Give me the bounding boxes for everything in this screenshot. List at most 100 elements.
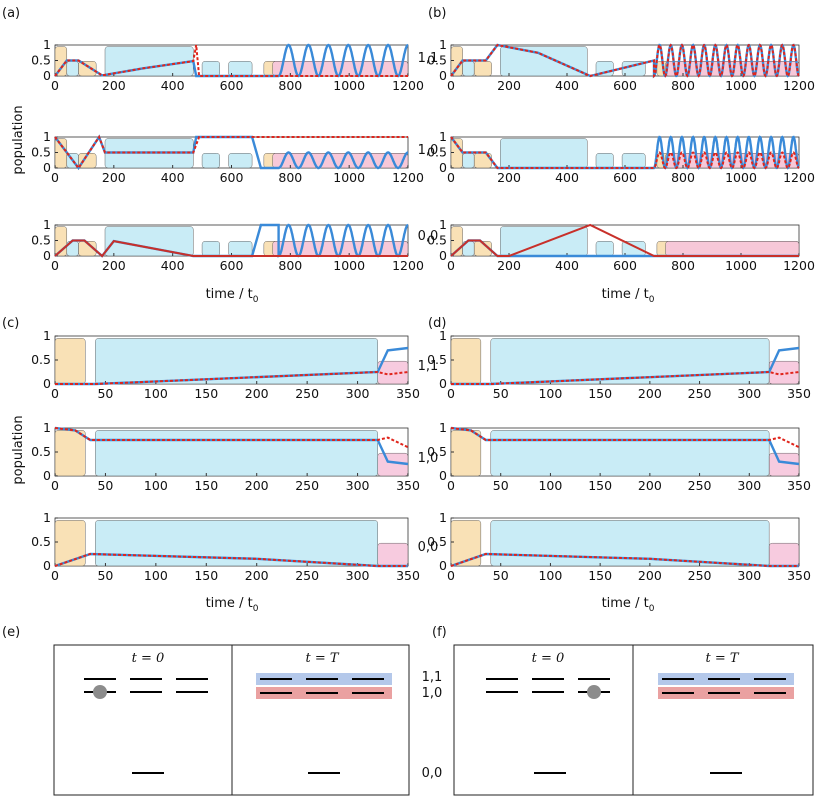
population-curve-solid-blue [54, 43, 409, 78]
diagram-e-start-label: t = 0 [132, 651, 165, 666]
xtick-label: 1000 [333, 78, 365, 93]
panel-letter-e: (e) [2, 625, 20, 640]
xtick-label: 1000 [725, 170, 757, 185]
pulse-envelope [450, 338, 482, 385]
ytick-label: 1 [439, 129, 447, 144]
ylabel-bottom: population [11, 415, 26, 484]
ytick-label: 0 [43, 376, 51, 391]
ytick-label: 0.5 [427, 534, 447, 549]
population-curve-dashed-red [55, 370, 409, 385]
xtick-label: 350 [787, 568, 811, 583]
xtick-label: 400 [555, 258, 579, 273]
pulse-envelope [54, 430, 86, 477]
xtick-label: 50 [97, 386, 113, 401]
xtick-label: 1200 [392, 78, 424, 93]
ytick-label: 0.5 [427, 145, 447, 160]
xtick-label: 0 [447, 478, 455, 493]
xtick-label: 300 [346, 568, 370, 583]
ytick-label: 0 [43, 558, 51, 573]
panel-letter-f: (f) [432, 625, 447, 640]
xtick-label: 150 [588, 386, 612, 401]
ytick-label: 1 [43, 328, 51, 343]
state-label-00-top: 0,0 [418, 229, 439, 244]
xtick-label: 600 [220, 170, 244, 185]
ytick-label: 0.5 [31, 534, 51, 549]
pulse-envelope [78, 61, 97, 77]
ytick-label: 1 [439, 510, 447, 525]
xlabel-c: time / t0 [206, 596, 259, 614]
population-curve-dashed-red [54, 552, 408, 567]
diagram-f-end-label: t = T [705, 651, 739, 666]
population-ball [587, 685, 601, 699]
xtick-label: 350 [396, 386, 420, 401]
state-label-00-mid: 0,0 [418, 540, 439, 555]
xtick-label: 600 [220, 258, 244, 273]
xtick-label: 200 [102, 78, 126, 93]
xtick-label: 400 [161, 170, 185, 185]
ytick-label: 0.5 [427, 444, 447, 459]
xtick-label: 100 [144, 478, 168, 493]
ytick-label: 0 [43, 248, 51, 263]
pulse-envelope [473, 61, 492, 77]
pulse-envelope [78, 241, 97, 257]
xtick-label: 50 [493, 568, 509, 583]
pulse-envelope [621, 241, 646, 257]
xlabel-b: time / t0 [602, 287, 655, 305]
xtick-label: 800 [671, 170, 695, 185]
pulse-envelope [377, 542, 409, 567]
xtick-label: 600 [613, 170, 637, 185]
diagram-e-right-box [231, 644, 410, 796]
ytick-label: 0 [43, 68, 51, 83]
state-label-11-diagram: 1,1 [422, 670, 443, 685]
xtick-label: 250 [295, 386, 319, 401]
xtick-label: 250 [688, 386, 712, 401]
pulse-envelope [500, 46, 588, 77]
xtick-label: 100 [144, 386, 168, 401]
pulse-envelope [450, 430, 482, 477]
ytick-label: 0.5 [31, 444, 51, 459]
pulse-envelope [490, 430, 770, 477]
xtick-label: 200 [497, 170, 521, 185]
xtick-label: 800 [671, 258, 695, 273]
xtick-label: 800 [671, 78, 695, 93]
xtick-label: 50 [493, 386, 509, 401]
pulse-envelope [621, 153, 646, 169]
xtick-label: 200 [245, 478, 269, 493]
xtick-label: 1200 [392, 258, 424, 273]
pulse-envelope [490, 338, 770, 385]
population-curve-dashed-red [54, 44, 408, 77]
pulse-envelope [95, 338, 378, 385]
pulse-envelope [228, 61, 253, 77]
ytick-label: 0.5 [427, 53, 447, 68]
pulse-envelope [462, 153, 475, 169]
xtick-label: 600 [613, 258, 637, 273]
ytick-label: 0.5 [31, 145, 51, 160]
pulse-envelope [54, 520, 86, 567]
pulse-envelope [595, 241, 614, 257]
population-curve-dashed-red [451, 370, 800, 385]
xtick-label: 1000 [333, 258, 365, 273]
ytick-label: 1 [439, 37, 447, 52]
ytick-label: 1 [439, 420, 447, 435]
xtick-label: 400 [555, 170, 579, 185]
xtick-label: 100 [144, 568, 168, 583]
xtick-label: 250 [688, 478, 712, 493]
pulse-envelope [104, 226, 194, 257]
population-curve-solid-blue [54, 134, 409, 171]
state-label-10-top: 1,0 [418, 143, 439, 158]
population-curve-dashed-red [450, 43, 800, 79]
xtick-label: 1000 [725, 78, 757, 93]
diagram-f-start-label: t = 0 [532, 651, 565, 666]
state-label-00-diagram: 0,0 [422, 766, 443, 781]
xtick-label: 1000 [333, 170, 365, 185]
xtick-label: 800 [278, 170, 302, 185]
xtick-label: 100 [538, 386, 562, 401]
panel-letter-d: (d) [428, 316, 446, 331]
pulse-envelope [201, 153, 220, 169]
